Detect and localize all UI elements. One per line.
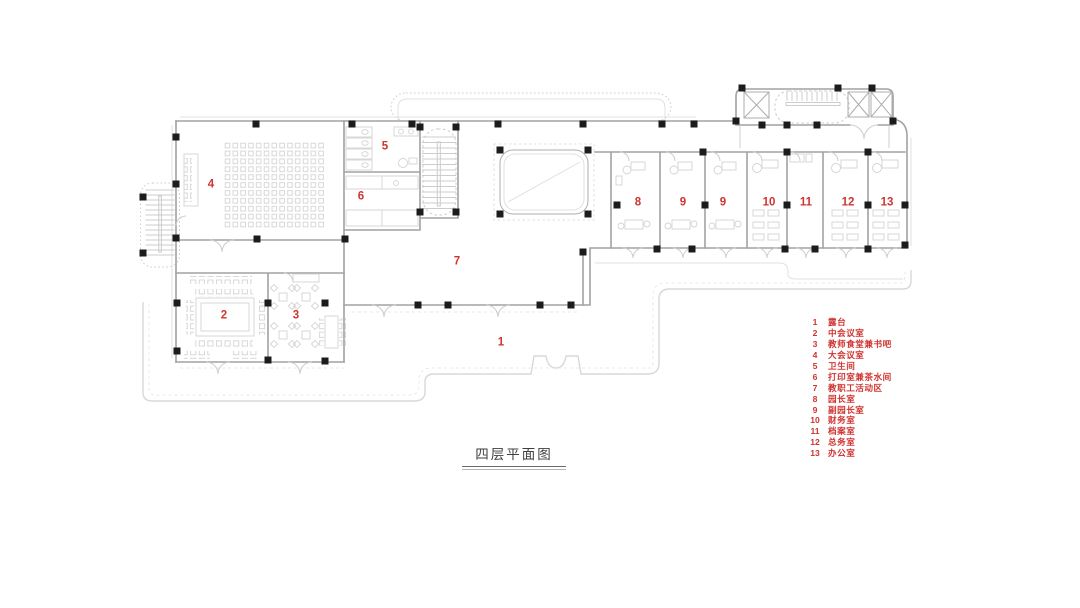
room-marker-general: 12 [841,196,855,209]
title-underline-thin [462,468,566,470]
stair-icon [422,128,457,216]
room-marker-activity: 7 [453,255,461,268]
drawing-title: 四层平面图 [462,443,566,470]
elevator-icon [847,91,870,118]
atrium-void [493,143,595,221]
room-marker-canteen: 3 [292,309,300,322]
room-marker-finance: 10 [762,196,776,209]
room-marker-director: 8 [634,196,642,209]
auditorium-seats [183,142,325,229]
room-marker-print: 6 [357,190,365,203]
room-marker-terrace: 1 [497,336,505,349]
terrace-outline [142,262,912,402]
room-marker-big-conf: 4 [207,178,215,191]
conference-table [184,276,267,359]
stair-icon [140,182,180,268]
cafe-tables [269,273,346,349]
room-marker-archive: 11 [799,196,813,209]
pantry-counter [345,175,419,227]
elevator-icon [870,91,893,118]
wall-trim [171,116,912,358]
room-marker-office: 13 [880,196,894,209]
room-marker-mid-conf: 2 [220,309,228,322]
room-marker-deputy-b: 9 [719,196,727,209]
stair-icon [774,90,850,124]
room-marker-deputy-a: 9 [679,196,687,209]
drawing-title-text: 四层平面图 [475,447,553,462]
toilet-stalls [345,126,419,171]
title-underline-thick [462,466,566,467]
room-marker-toilet: 5 [381,140,389,153]
columns [139,84,909,365]
office-furniture [615,153,900,241]
elevator-icon [743,91,770,119]
